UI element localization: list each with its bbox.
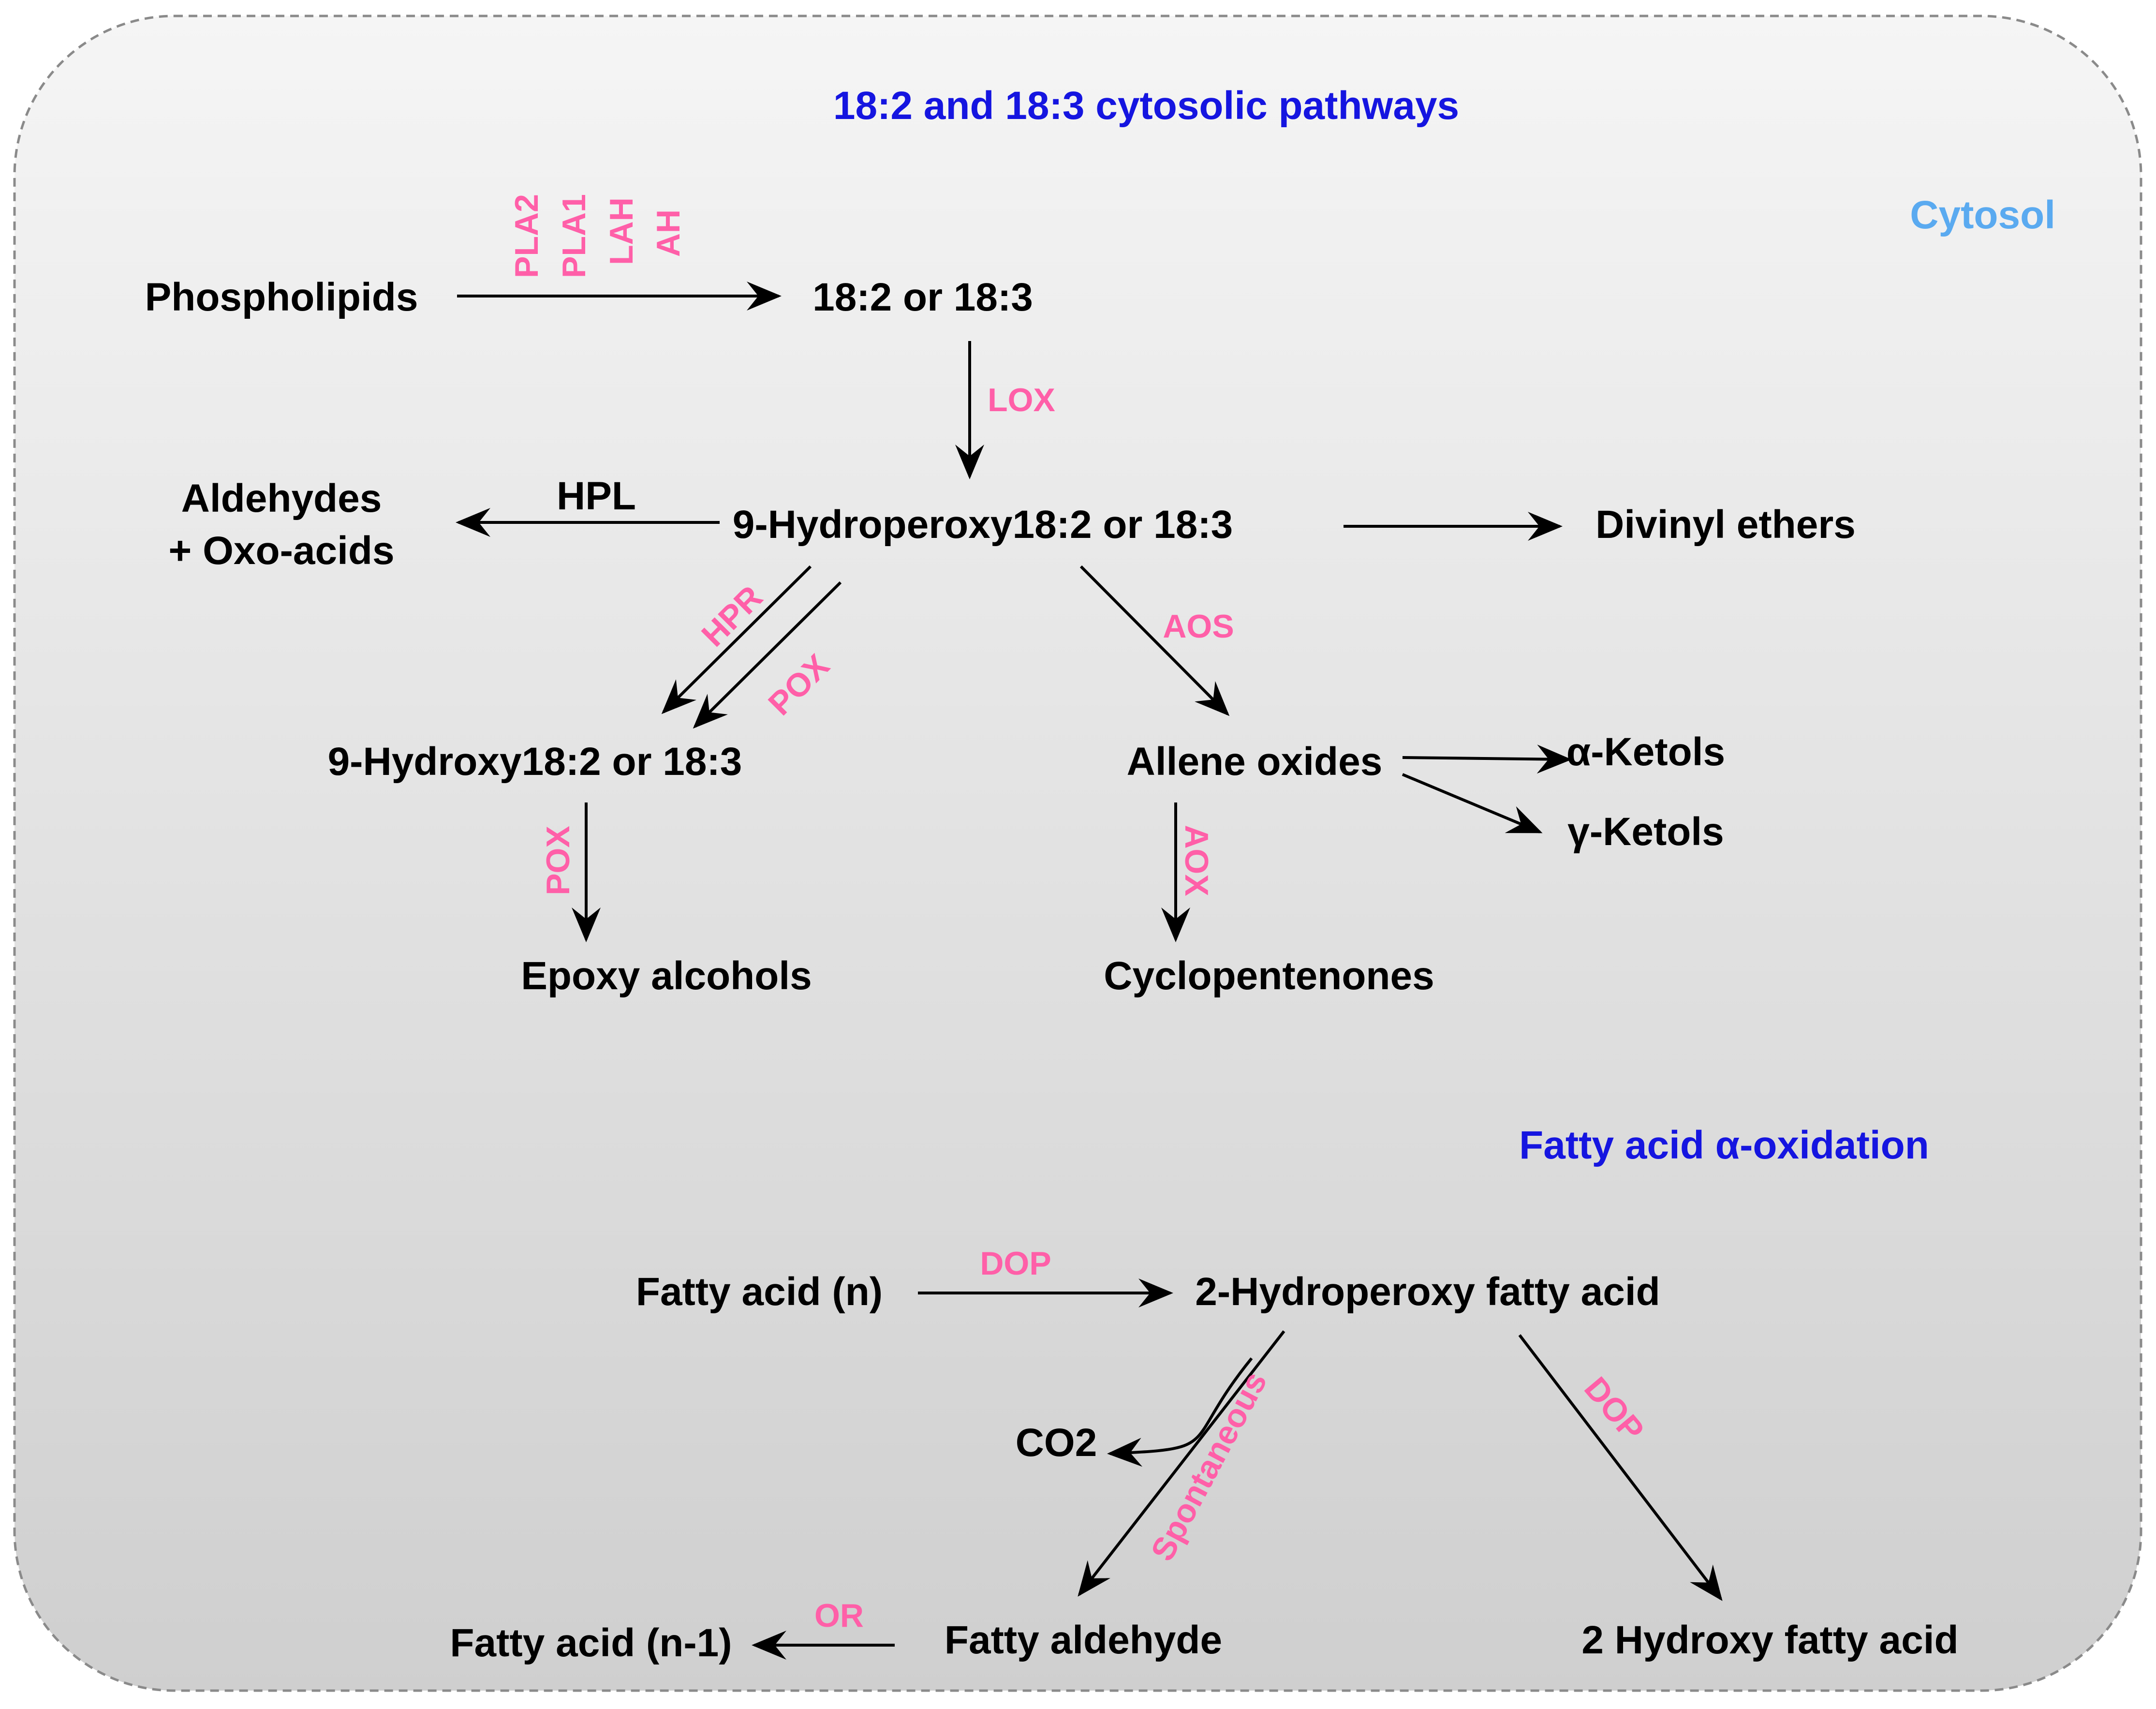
compound-aldehydes: Aldehydes: [181, 476, 382, 520]
enzyme-or: OR: [814, 1597, 864, 1634]
compound-fa-18: 18:2 or 18:3: [812, 275, 1033, 319]
enzyme-ah: AH: [650, 209, 687, 257]
compound-fatty-aldehyde: Fatty aldehyde: [945, 1618, 1222, 1662]
compound-2-hydroxy-fa: 2 Hydroxy fatty acid: [1581, 1618, 1958, 1662]
compound-hydroperoxy: 9-Hydroperoxy18:2 or 18:3: [733, 503, 1233, 547]
arrow-hpr: [661, 565, 812, 714]
arrow-alpha-ketols: [1402, 744, 1572, 774]
cytosol-label: Cytosol: [1910, 193, 2055, 237]
cytosol-panel: [13, 15, 2142, 1692]
title-cytosolic-pathways: 18:2 and 18:3 cytosolic pathways: [833, 84, 1459, 128]
arrow-pox-diagonal: [693, 581, 842, 729]
enzyme-dop: DOP: [980, 1245, 1051, 1282]
compound-fatty-acid-n: Fatty acid (n): [636, 1270, 883, 1314]
arrow-aos: [1079, 565, 1230, 716]
compound-allene-oxides: Allene oxides: [1127, 740, 1383, 784]
enzyme-aox: AOX: [1178, 825, 1215, 896]
enzyme-aos: AOS: [1163, 608, 1234, 645]
arrow-spontaneous: [1078, 1330, 1285, 1597]
compound-oxo-acids: + Oxo-acids: [168, 529, 394, 573]
enzyme-lah: LAH: [603, 197, 640, 265]
compound-hydroxy: 9-Hydroxy18:2 or 18:3: [328, 740, 742, 784]
enzyme-pla1: PLA1: [556, 194, 592, 278]
compound-alpha-ketols: α-Ketols: [1566, 730, 1725, 774]
compound-epoxy-alcohols: Epoxy alcohols: [521, 954, 812, 998]
enzyme-pox-down: POX: [540, 826, 576, 895]
enzyme-hpl: HPL: [557, 474, 636, 518]
compound-cyclopentenones: Cyclopentenones: [1104, 954, 1434, 998]
compound-co2: CO2: [1016, 1421, 1097, 1465]
title-alpha-oxidation: Fatty acid α-oxidation: [1519, 1123, 1929, 1167]
compound-2-hydroperoxy-fa: 2-Hydroperoxy fatty acid: [1195, 1270, 1660, 1314]
compound-phospholipids: Phospholipids: [145, 275, 418, 319]
enzyme-pla2: PLA2: [508, 194, 545, 278]
compound-fatty-acid-n1: Fatty acid (n-1): [450, 1621, 732, 1665]
compound-divinyl-ethers: Divinyl ethers: [1595, 503, 1856, 547]
compound-gamma-ketols: γ-Ketols: [1567, 810, 1724, 854]
arrow-gamma-ketols: [1402, 773, 1543, 833]
arrow-dop-diagonal: [1518, 1334, 1723, 1601]
enzyme-lox: LOX: [988, 382, 1055, 418]
arrow-co2: [1107, 1357, 1253, 1467]
